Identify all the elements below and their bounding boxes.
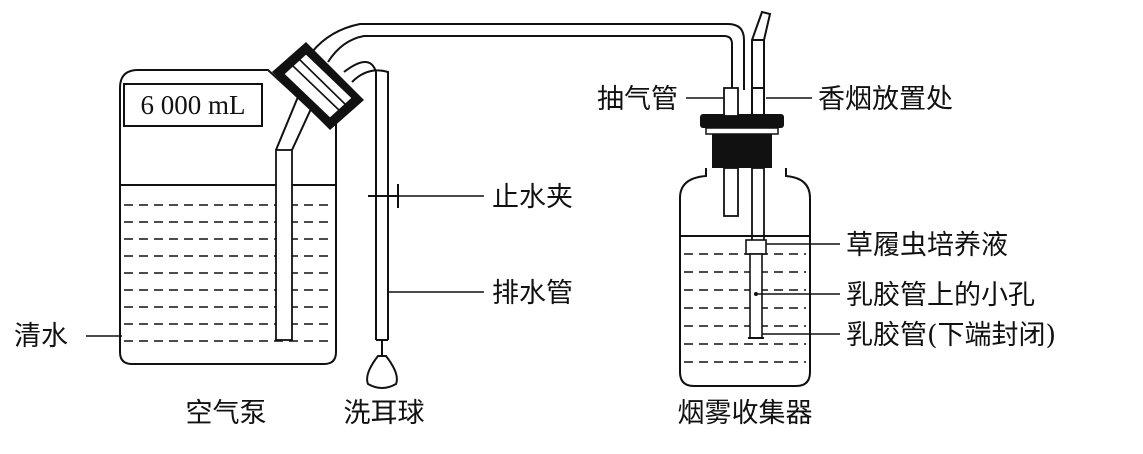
label-rubber-tube-closed: 乳胶管(下端封闭) xyxy=(846,320,1056,351)
label-water-clamp: 止水夹 xyxy=(492,182,573,213)
suction-pipe-tube xyxy=(723,87,739,217)
air-pump-water xyxy=(120,184,336,342)
connecting-air-tube xyxy=(311,23,745,90)
label-smoke-collector: 烟雾收集器 xyxy=(678,398,813,429)
label-air-pump: 空气泵 xyxy=(186,398,267,429)
smoke-collector-bottle xyxy=(679,168,811,387)
smoke-collector-stopper xyxy=(700,114,784,168)
drain-pipe-assembly xyxy=(343,61,399,389)
leader-lines xyxy=(86,97,840,337)
label-suction-pipe: 抽气管 xyxy=(597,84,678,115)
rubber-tube xyxy=(745,239,767,339)
label-ear-bulb: 洗耳球 xyxy=(344,398,425,429)
label-clear-water: 清水 xyxy=(14,321,68,352)
label-drain-pipe: 排水管 xyxy=(492,278,573,309)
label-cigarette-place: 香烟放置处 xyxy=(818,84,953,115)
smoke-collector-liquid xyxy=(680,235,810,363)
air-pump-bottle xyxy=(119,69,337,365)
air-pump-stopper xyxy=(272,42,364,130)
label-paramecium-culture: 草履虫培养液 xyxy=(846,230,1008,261)
cigarette-holder-tube xyxy=(751,10,772,243)
air-pump-inner-tube xyxy=(275,91,317,341)
volume-label: 6 000 mL xyxy=(141,90,246,120)
label-rubber-tube-hole: 乳胶管上的小孔 xyxy=(846,280,1035,311)
rubber-tube-hole xyxy=(754,292,758,296)
volume-label-box: 6 000 mL xyxy=(123,83,263,127)
